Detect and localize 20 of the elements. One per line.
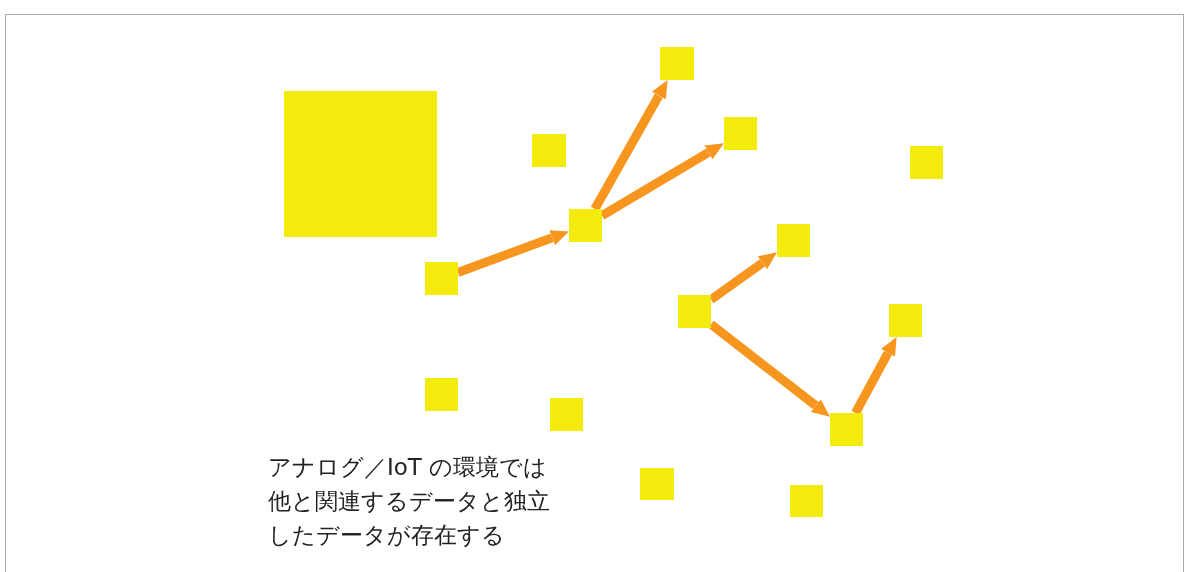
square-block	[777, 224, 810, 257]
square-block	[425, 378, 458, 411]
square-block	[425, 262, 458, 295]
square-block	[724, 117, 757, 150]
arrow	[708, 320, 830, 417]
square-block	[550, 398, 583, 431]
square-block	[910, 146, 943, 179]
square-block	[532, 134, 566, 167]
square-block	[569, 209, 602, 242]
square-block	[790, 485, 823, 517]
arrow	[590, 80, 668, 212]
square-block	[678, 295, 711, 328]
square-block	[830, 413, 863, 446]
arrow	[851, 337, 897, 416]
arrow	[708, 252, 777, 304]
square-block	[660, 47, 694, 80]
square-block	[889, 304, 922, 337]
large-square-block	[284, 91, 437, 237]
caption-text: アナログ／IoT の環境では他と関連するデータと独立したデータが存在する	[268, 453, 551, 550]
square-block	[640, 468, 674, 500]
